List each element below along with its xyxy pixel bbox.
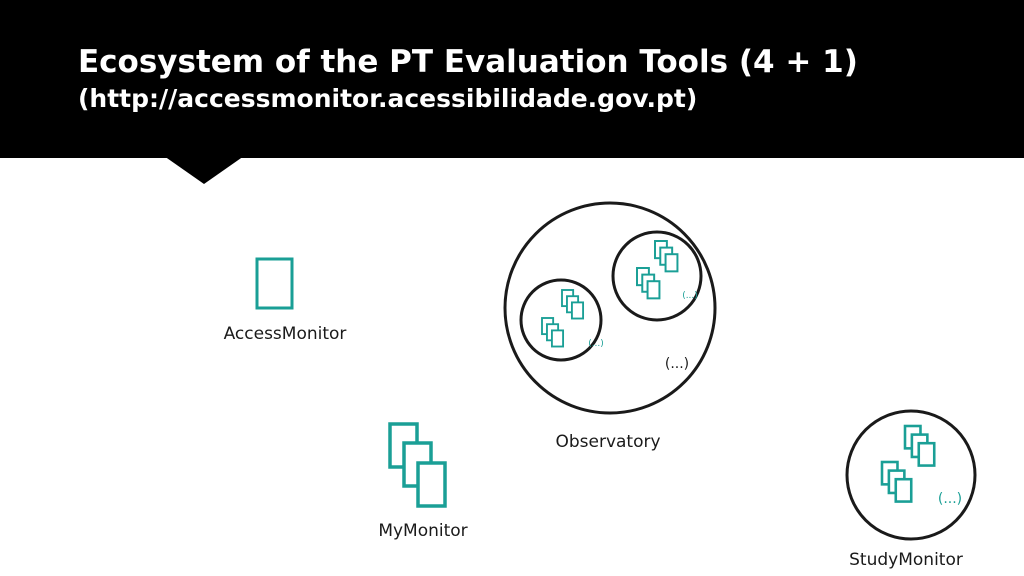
study-monitor-label: StudyMonitor: [849, 550, 963, 570]
document-icon: [255, 257, 294, 310]
banner-pointer: [164, 156, 244, 184]
study-monitor-circle: [845, 409, 977, 541]
documents-stack-icon: [388, 422, 447, 508]
observatory-group-circle: [519, 278, 603, 362]
page-title: Ecosystem of the PT Evaluation Tools (4 …: [78, 44, 858, 80]
observatory-group-circle: [611, 230, 703, 322]
my-monitor-label: MyMonitor: [378, 521, 468, 541]
observatory-label: Observatory: [555, 432, 661, 452]
observatory-ellipsis: (...): [665, 356, 689, 372]
observatory-group-ellipsis: (...): [682, 291, 698, 301]
study-monitor-ellipsis: (...): [938, 491, 962, 507]
access-monitor-label: AccessMonitor: [223, 324, 347, 344]
page-subtitle-url: (http://accessmonitor.acessibilidade.gov…: [78, 84, 698, 113]
title-banner: [0, 0, 1024, 158]
observatory-group-ellipsis: (...): [588, 339, 604, 349]
